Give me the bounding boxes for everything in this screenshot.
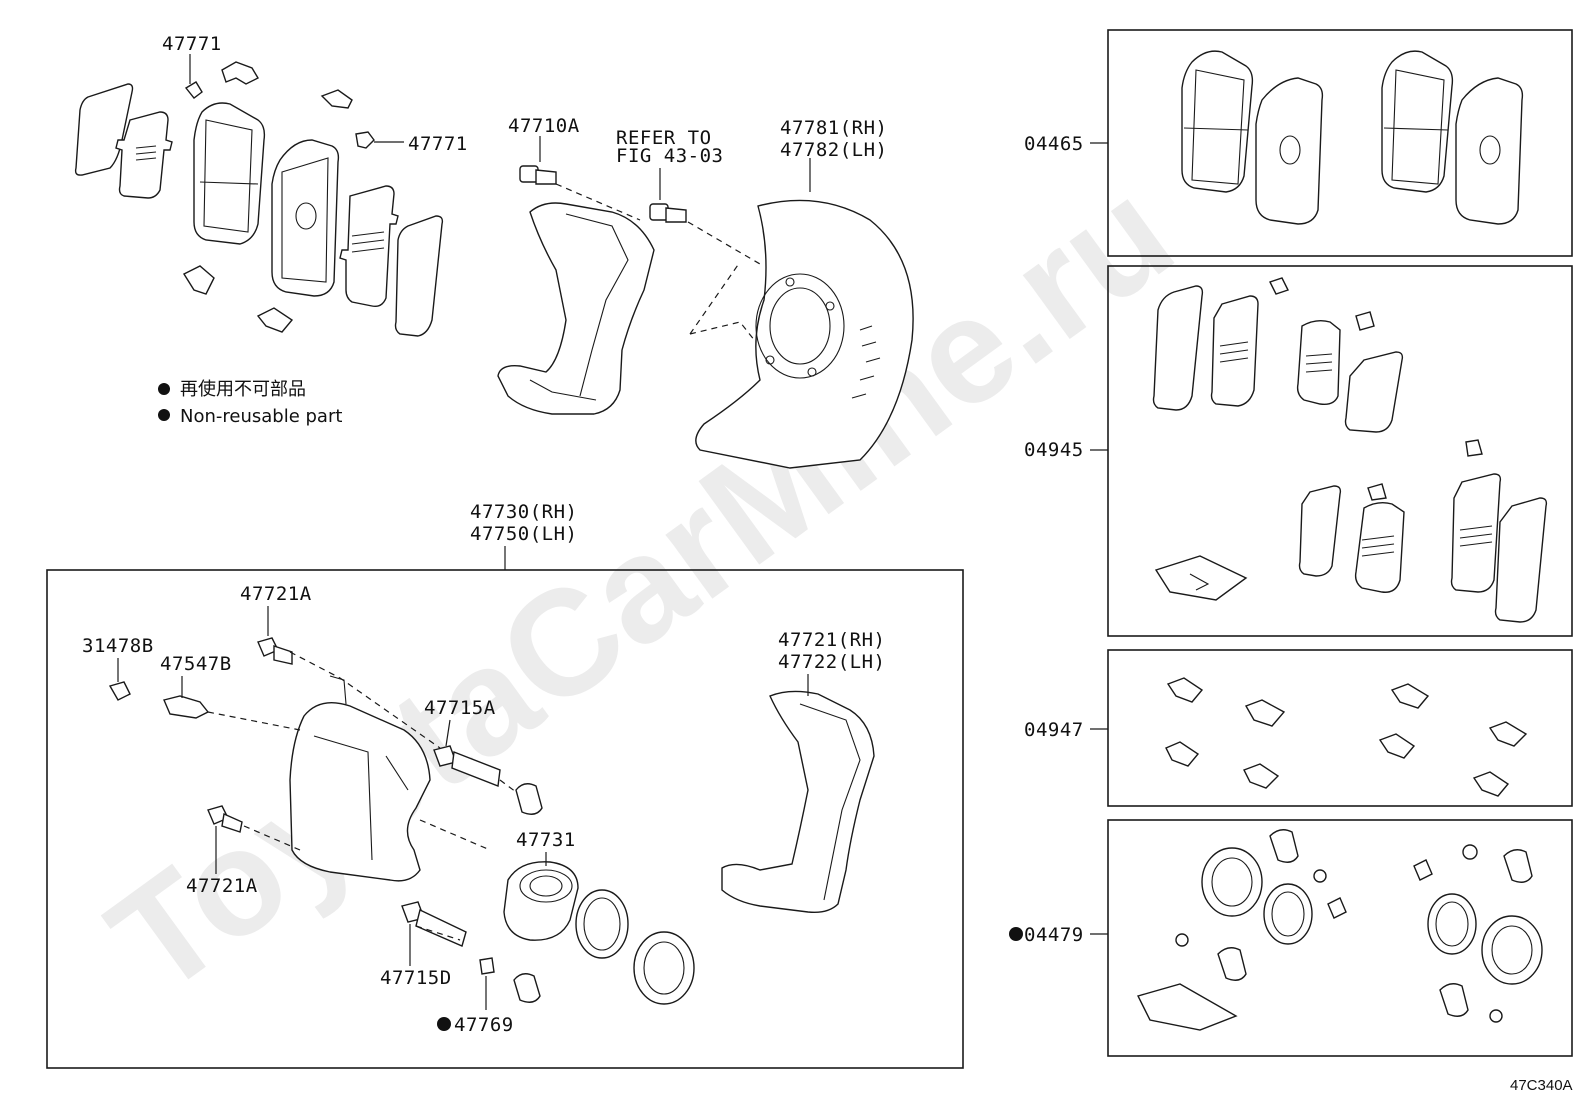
label-dust-cover-lh: 47782(LH)	[780, 139, 887, 161]
label-pin-ring: 47769	[454, 1014, 514, 1036]
figure-id: 47C340A	[1510, 1077, 1573, 1094]
label-slide-pin-a: 47715A	[424, 697, 496, 719]
non-reusable-dot-icon	[1009, 927, 1023, 941]
kit-springs-drawing	[1165, 677, 1528, 797]
label-kit-shims: 04945	[1024, 439, 1084, 461]
non-reusable-dot-icon	[158, 383, 170, 395]
label-mounting-lh: 47722(LH)	[778, 651, 885, 673]
caliper-assembly-parts	[108, 637, 875, 1005]
kit-shims-box	[1107, 265, 1573, 637]
legend-japanese: 再使用不可部品	[180, 379, 306, 400]
label-kit-cylinder: 04479	[1024, 924, 1084, 946]
label-clip-right: 47771	[408, 133, 468, 155]
label-bolt-upper: 47721A	[240, 583, 312, 605]
label-slide-pin-d: 47715D	[380, 967, 452, 989]
label-kit-springs: 04947	[1024, 719, 1084, 741]
label-bleeder-cap: 31478B	[82, 635, 154, 657]
label-mounting-rh: 47721(RH)	[778, 629, 885, 651]
pad-group-top-left	[74, 61, 444, 337]
kit-springs-box	[1107, 649, 1573, 807]
dust-cover	[695, 199, 914, 469]
label-refer-line2: FIG 43-03	[616, 145, 723, 167]
label-refer-line1: REFER TO	[616, 127, 712, 149]
label-bleeder-plug: 47547B	[160, 653, 232, 675]
mounting-bracket-top	[497, 165, 687, 415]
non-reusable-dot-icon	[437, 1017, 451, 1031]
label-piston: 47731	[516, 829, 576, 851]
caliper-assembly-box	[46, 569, 964, 1069]
label-kit-pads: 04465	[1024, 133, 1084, 155]
label-caliper-rh: 47730(RH)	[470, 501, 577, 523]
label-clip-top: 47771	[162, 33, 222, 55]
kit-cylinder-drawing	[1136, 829, 1543, 1031]
legend-english: Non-reusable part	[180, 406, 342, 427]
kit-cylinder-box	[1107, 819, 1573, 1057]
label-bolt-lower: 47721A	[186, 875, 258, 897]
kit-pads-drawing	[1181, 50, 1524, 225]
label-mounting-bolt: 47710A	[508, 115, 580, 137]
label-dust-cover-rh: 47781(RH)	[780, 117, 887, 139]
label-caliper-lh: 47750(LH)	[470, 523, 577, 545]
non-reusable-dot-icon	[158, 409, 170, 421]
kit-shims-drawing	[1152, 277, 1548, 623]
